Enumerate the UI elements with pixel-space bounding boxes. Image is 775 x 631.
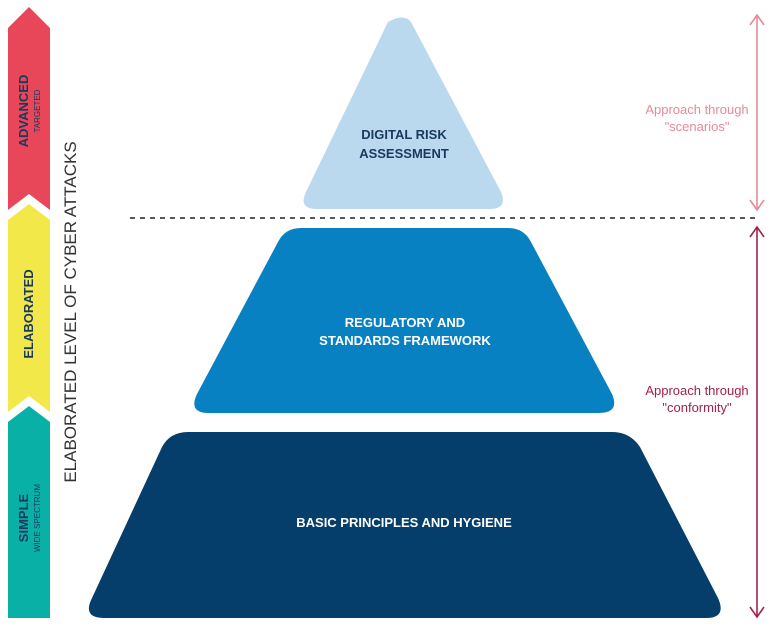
- approach-scenarios-line2: "scenarios": [665, 119, 730, 134]
- approach-conformity-line1: Approach through: [645, 383, 748, 398]
- level-advanced-sublabel: TARGETED: [33, 89, 42, 132]
- tier-middle-label-line1: REGULATORY AND: [345, 315, 465, 330]
- conformity-arrow-head-down: [749, 606, 765, 619]
- pyramid: DIGITAL RISK ASSESSMENT REGULATORY AND S…: [88, 17, 721, 618]
- level-advanced-label: ADVANCED: [16, 75, 31, 148]
- level-band-simple: [8, 406, 50, 618]
- level-band-advanced: [8, 7, 50, 210]
- tier-top-label-line1: DIGITAL RISK: [361, 127, 447, 142]
- approach-scenarios-arrow: [749, 13, 765, 212]
- level-scale: ADVANCED TARGETED ELABORATED SIMPLE WIDE…: [8, 7, 50, 618]
- tier-middle-shape: [194, 228, 615, 413]
- level-simple-sublabel: WIDE SPECTRUM: [33, 484, 42, 552]
- tier-bottom-shape: [88, 432, 721, 618]
- tier-middle-label-line2: STANDARDS FRAMEWORK: [319, 333, 491, 348]
- level-band-elaborated: [8, 204, 50, 412]
- approach-conformity-line2: "conformity": [662, 400, 732, 415]
- approach-conformity-arrow: [749, 225, 765, 619]
- scenarios-arrow-head-down: [749, 199, 765, 212]
- approach-scenarios-line1: Approach through: [645, 102, 748, 117]
- tier-bottom-label: BASIC PRINCIPLES AND HYGIENE: [296, 515, 512, 530]
- tier-top-label-line2: ASSESSMENT: [359, 146, 449, 161]
- axis-title: ELABORATED LEVEL OF CYBER ATTACKS: [61, 141, 80, 482]
- level-elaborated-label: ELABORATED: [21, 269, 36, 358]
- conformity-arrow-head-up: [749, 225, 765, 238]
- tier-top-shape: [303, 17, 503, 209]
- level-simple-label: SIMPLE: [16, 493, 31, 542]
- scenarios-arrow-head-up: [749, 13, 765, 26]
